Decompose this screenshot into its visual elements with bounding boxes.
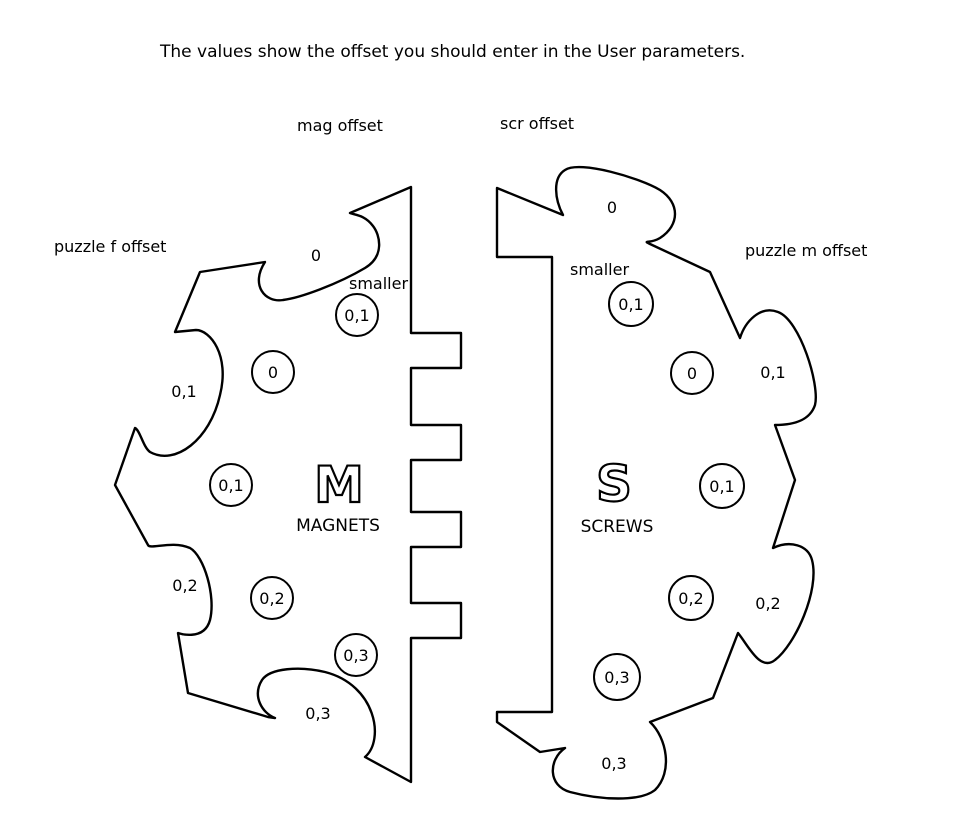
magnets-piece-outline xyxy=(113,185,463,784)
screws-circle-0-value: 0 xyxy=(687,364,697,383)
magnets-smaller-note: smaller xyxy=(349,274,408,293)
magnets-circle-1-value: 0,1 xyxy=(218,476,243,495)
screws-circle-scr-offset-value: 0,1 xyxy=(618,295,643,314)
screws-circle-3-value: 0,3 xyxy=(604,668,629,687)
magnets-caption: MAGNETS xyxy=(296,516,380,536)
screws-tab-value-top: 0 xyxy=(607,198,617,217)
magnets-tab-value-top: 0 xyxy=(311,246,321,265)
puzzle-m-offset-label: puzzle m offset xyxy=(745,241,867,260)
screws-circle-0: 0 xyxy=(670,351,714,395)
magnets-tab-value-bottom: 0,3 xyxy=(305,704,330,723)
screws-tab-value-bottom: 0,3 xyxy=(601,754,626,773)
magnets-circle-0-value: 0 xyxy=(268,363,278,382)
screws-tab-value-lower-right: 0,2 xyxy=(755,594,780,613)
screws-tab-value-upper-right: 0,1 xyxy=(760,363,785,382)
magnets-circle-mag-offset: 0,1 xyxy=(335,293,379,337)
screws-circle-2: 0,2 xyxy=(668,575,714,621)
magnets-circle-1: 0,1 xyxy=(209,463,253,507)
screws-caption: SCREWS xyxy=(581,517,654,537)
screws-circle-1: 0,1 xyxy=(699,463,745,509)
magnets-letter-icon: M xyxy=(314,456,364,514)
magnets-circle-2: 0,2 xyxy=(250,576,294,620)
screws-letter-icon: S xyxy=(596,455,632,513)
screws-smaller-note: smaller xyxy=(570,260,629,279)
magnets-circle-0: 0 xyxy=(251,350,295,394)
magnets-tab-value-upper-left: 0,1 xyxy=(171,382,196,401)
screws-circle-1-value: 0,1 xyxy=(709,477,734,496)
magnets-circle-mag-offset-value: 0,1 xyxy=(344,306,369,325)
screws-piece-outline xyxy=(495,165,817,800)
instruction-text: The values show the offset you should en… xyxy=(159,42,745,62)
mag-offset-label: mag offset xyxy=(297,116,383,135)
magnets-tab-value-lower-left: 0,2 xyxy=(172,576,197,595)
screws-circle-2-value: 0,2 xyxy=(678,589,703,608)
scr-offset-label: scr offset xyxy=(500,114,574,133)
magnets-circle-3-value: 0,3 xyxy=(343,646,368,665)
puzzle-f-offset-label: puzzle f offset xyxy=(54,237,166,256)
magnets-circle-3: 0,3 xyxy=(334,633,378,677)
screws-circle-3: 0,3 xyxy=(593,653,641,701)
magnets-circle-2-value: 0,2 xyxy=(259,589,284,608)
screws-circle-scr-offset: 0,1 xyxy=(608,281,654,327)
